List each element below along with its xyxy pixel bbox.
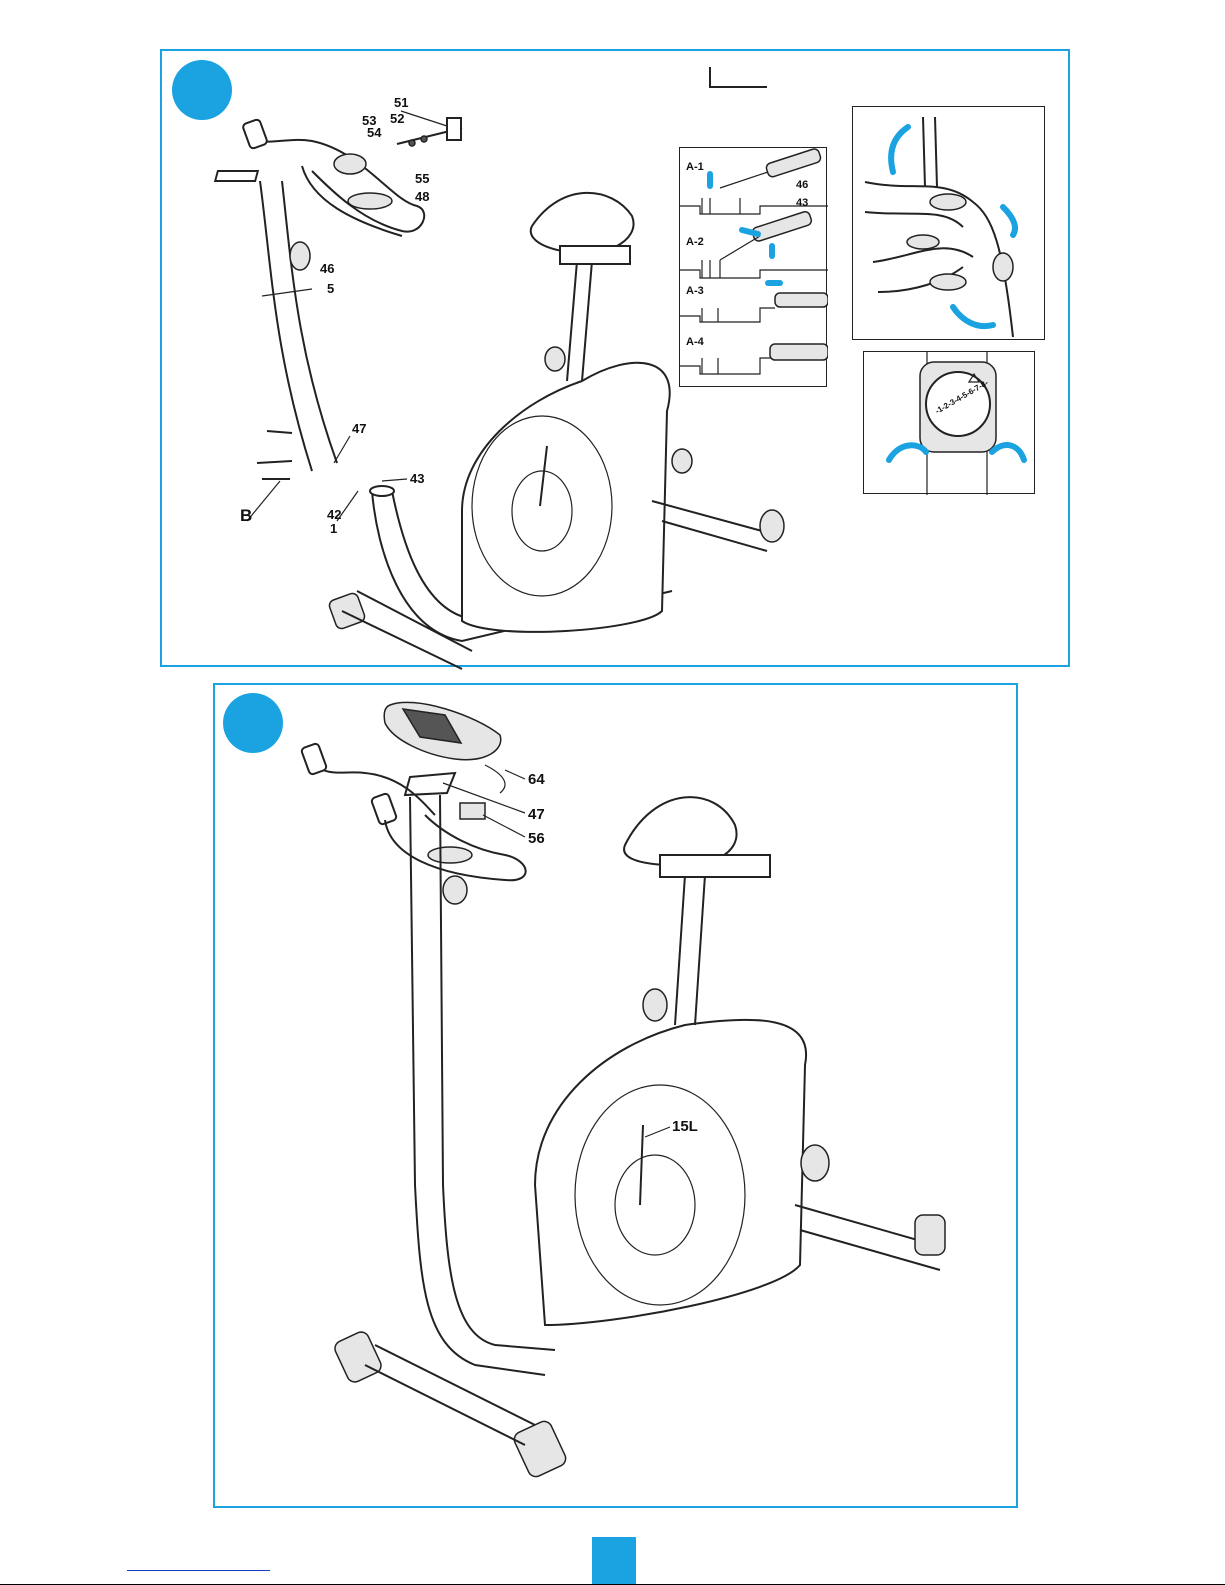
seat-post — [531, 193, 634, 381]
callout-64: 64 — [528, 771, 545, 788]
callout-47: 47 — [352, 421, 366, 436]
callout-56: 56 — [528, 830, 545, 847]
callout-46: 46 — [320, 261, 334, 276]
rear-stabiliser — [652, 449, 784, 551]
detail-a3-label: A-3 — [686, 285, 704, 297]
detail-a1-label: A-1 — [686, 161, 704, 173]
rear-stabiliser — [795, 1145, 945, 1270]
seat-post — [624, 797, 770, 1025]
detail-knob-box: -1-2-3-4-5-6-7-8- — [863, 351, 1035, 494]
detail-a4-figure — [680, 344, 828, 374]
callout-B: B — [240, 506, 252, 525]
detail-callout-46: 46 — [796, 179, 808, 191]
upright-post-5 — [215, 171, 337, 471]
assembly-step-1-panel: 51 52 53 54 55 48 46 5 47 43 42 1 B A-1 … — [160, 49, 1070, 667]
allen-key-icon — [710, 67, 767, 87]
assembly-step-2-panel: 64 47 56 15L — [213, 683, 1018, 1508]
callout-42: 42 — [327, 507, 341, 522]
knob-illustration: -1-2-3-4-5-6-7-8- — [864, 352, 1036, 495]
upright-post — [410, 795, 555, 1375]
bolt-assembly — [397, 118, 462, 146]
callout-54: 54 — [367, 125, 382, 140]
footer-link-underline — [127, 1570, 270, 1571]
detail-handlebar-rotation-box — [852, 106, 1045, 340]
handlebar-48 — [242, 119, 424, 236]
detail-a2-label: A-2 — [686, 236, 704, 248]
handlebar-rotation-illustration — [853, 107, 1046, 341]
flywheel-housing — [535, 1020, 806, 1325]
callout-47: 47 — [528, 806, 545, 823]
callout-55: 55 — [415, 171, 429, 186]
callout-48: 48 — [415, 189, 429, 204]
callout-15L: 15L — [672, 1118, 698, 1135]
detail-callout-43: 43 — [796, 197, 808, 209]
detail-a-illustration: A-1 A-2 A-3 A-4 46 43 — [680, 148, 828, 388]
callout-43: 43 — [410, 471, 424, 486]
callout-5: 5 — [327, 281, 334, 296]
step-2-illustration: 64 47 56 15L — [215, 685, 1020, 1510]
tension-knob-46 — [290, 242, 310, 270]
flywheel-housing — [462, 363, 670, 632]
callout-1: 1 — [330, 521, 337, 536]
saddle — [531, 193, 634, 254]
detail-a-box: A-1 A-2 A-3 A-4 46 43 — [679, 147, 827, 387]
callout-51: 51 — [394, 95, 408, 110]
callout-52: 52 — [390, 111, 404, 126]
page-number-marker — [592, 1537, 636, 1585]
front-stabiliser — [332, 1329, 568, 1479]
detail-a4-label: A-4 — [686, 336, 705, 348]
handlebar — [301, 743, 526, 904]
bolts-B — [247, 431, 292, 521]
